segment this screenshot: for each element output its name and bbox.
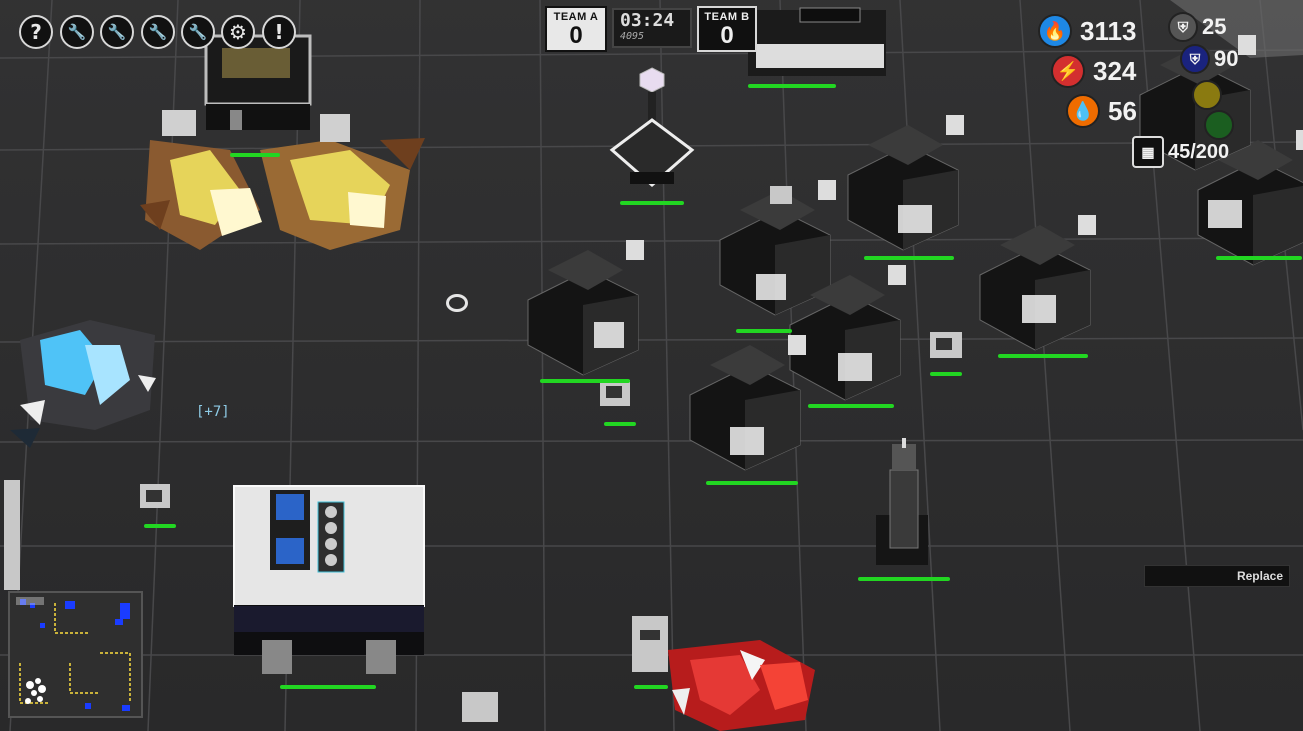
minimap-canvas bbox=[10, 593, 141, 716]
resource-shield-blue: ⛨ 90 bbox=[1180, 44, 1238, 74]
team-a-score: TEAM A 0 bbox=[545, 6, 607, 52]
wrench-button-2[interactable]: 🔧 bbox=[100, 15, 134, 49]
unit[interactable] bbox=[320, 114, 350, 142]
unit[interactable] bbox=[930, 332, 962, 358]
help-icon: ? bbox=[30, 20, 42, 44]
factory[interactable] bbox=[789, 265, 906, 401]
factory[interactable] bbox=[979, 215, 1096, 351]
shield-icon: ⛨ bbox=[1180, 44, 1210, 74]
resource-orange-drop-value: 56 bbox=[1108, 95, 1137, 126]
top-center-building[interactable] bbox=[748, 7, 886, 76]
unit[interactable] bbox=[770, 186, 792, 204]
resource-orange-drop: 💧 56 bbox=[1066, 94, 1137, 128]
unit[interactable] bbox=[462, 692, 498, 722]
unit[interactable] bbox=[162, 110, 196, 136]
selection-ring bbox=[446, 294, 468, 312]
resource-shield-grey-value: 25 bbox=[1202, 14, 1227, 39]
wrench-button-1[interactable]: 🔧 bbox=[60, 15, 94, 49]
replace-button[interactable]: Replace bbox=[1144, 565, 1290, 587]
team-b-label: TEAM B bbox=[704, 11, 750, 23]
unit[interactable] bbox=[140, 484, 170, 508]
wrench-icon: 🔧 bbox=[188, 23, 208, 41]
resource-red-bolt: ⚡ 324 bbox=[1051, 54, 1136, 88]
team-a-value: 0 bbox=[569, 22, 583, 49]
supply-icon: ▦ bbox=[1132, 136, 1164, 168]
unit[interactable] bbox=[632, 616, 668, 672]
droplet-icon: 💧 bbox=[1066, 94, 1100, 128]
timer-time: 03:24 bbox=[620, 10, 675, 31]
wrench-icon: 🔧 bbox=[148, 23, 168, 41]
turret-tower[interactable] bbox=[876, 438, 928, 565]
factory[interactable] bbox=[1197, 130, 1303, 266]
unit[interactable] bbox=[600, 380, 630, 406]
settings-button[interactable]: ⚙ bbox=[221, 15, 255, 49]
minimap[interactable] bbox=[8, 591, 143, 718]
unit[interactable] bbox=[4, 480, 20, 590]
lightning-icon: ⚡ bbox=[1051, 54, 1085, 88]
wrench-button-3[interactable]: 🔧 bbox=[141, 15, 175, 49]
alert-icon: ! bbox=[274, 20, 284, 44]
supply-counter: ▦ 45/200 bbox=[1132, 136, 1229, 168]
supply-value: 45/200 bbox=[1168, 140, 1230, 163]
health-bars bbox=[144, 84, 1302, 689]
green-shield-icon bbox=[1204, 110, 1234, 140]
team-b-value: 0 bbox=[720, 22, 734, 49]
wrench-icon: 🔧 bbox=[67, 23, 87, 41]
shield-icon: ⛨ bbox=[1168, 12, 1198, 42]
beacon-tower[interactable] bbox=[609, 67, 695, 187]
resource-blue-fire-value: 3113 bbox=[1080, 15, 1137, 46]
match-timer: 03:24 4095 bbox=[612, 8, 692, 48]
wrench-icon: 🔧 bbox=[107, 23, 127, 41]
resource-red-bolt-value: 324 bbox=[1093, 55, 1137, 86]
factory[interactable] bbox=[847, 115, 964, 251]
resource-blue-fire: 🔥 3113 bbox=[1038, 14, 1136, 48]
timer-sub: 4095 bbox=[620, 31, 645, 42]
terrain-patch bbox=[1170, 0, 1303, 58]
resource-shield-grey: ⛨ 25 bbox=[1168, 12, 1226, 42]
team-b-score: TEAM B 0 bbox=[697, 6, 757, 52]
team-a-label: TEAM A bbox=[553, 11, 599, 23]
blue-crystal-cluster[interactable] bbox=[10, 320, 156, 448]
player-base[interactable] bbox=[233, 485, 425, 674]
factory[interactable] bbox=[689, 335, 806, 471]
red-crystal-cluster[interactable] bbox=[668, 640, 815, 731]
yellow-resource-cluster[interactable] bbox=[140, 138, 425, 250]
resource-shield-blue-value: 90 bbox=[1214, 46, 1239, 71]
alert-button[interactable]: ! bbox=[262, 15, 296, 49]
flame-icon: 🔥 bbox=[1038, 14, 1072, 48]
factory[interactable] bbox=[527, 240, 644, 376]
top-left-structure[interactable] bbox=[204, 34, 312, 130]
bonus-label: [+7] bbox=[196, 404, 230, 420]
help-button[interactable]: ? bbox=[19, 15, 53, 49]
gold-shield-icon bbox=[1192, 80, 1222, 110]
wrench-button-4[interactable]: 🔧 bbox=[181, 15, 215, 49]
gear-icon: ⚙ bbox=[229, 20, 247, 44]
